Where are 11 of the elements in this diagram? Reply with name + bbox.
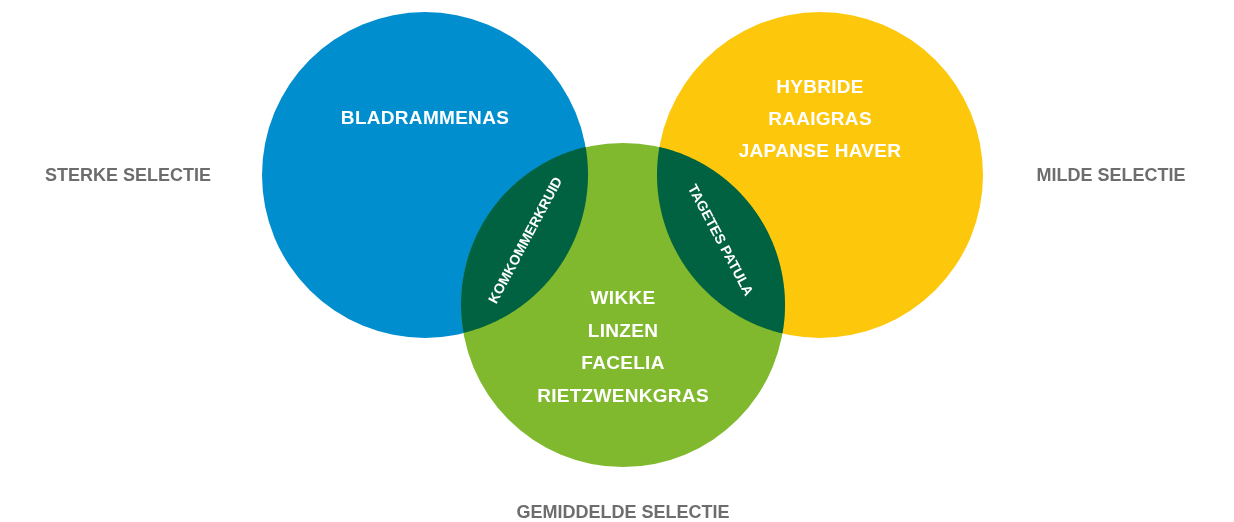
plant-name: WIKKE: [590, 287, 656, 309]
plant-name: JAPANSE HAVER: [738, 140, 902, 162]
plant-name: RAAIGRAS: [768, 108, 872, 130]
category-label: STERKE SELECTIE: [45, 164, 211, 186]
plant-name: RIETZWENKGRAS: [537, 384, 709, 407]
category-label: MILDE SELECTIE: [1036, 164, 1186, 186]
plant-name: LINZEN: [587, 319, 659, 342]
plant-name: FACELIA: [581, 352, 665, 374]
category-label: GEMIDDELDE SELECTIE: [516, 501, 730, 522]
plant-name: BLADRAMMENAS: [340, 107, 510, 129]
plant-name: HYBRIDE: [776, 76, 864, 98]
